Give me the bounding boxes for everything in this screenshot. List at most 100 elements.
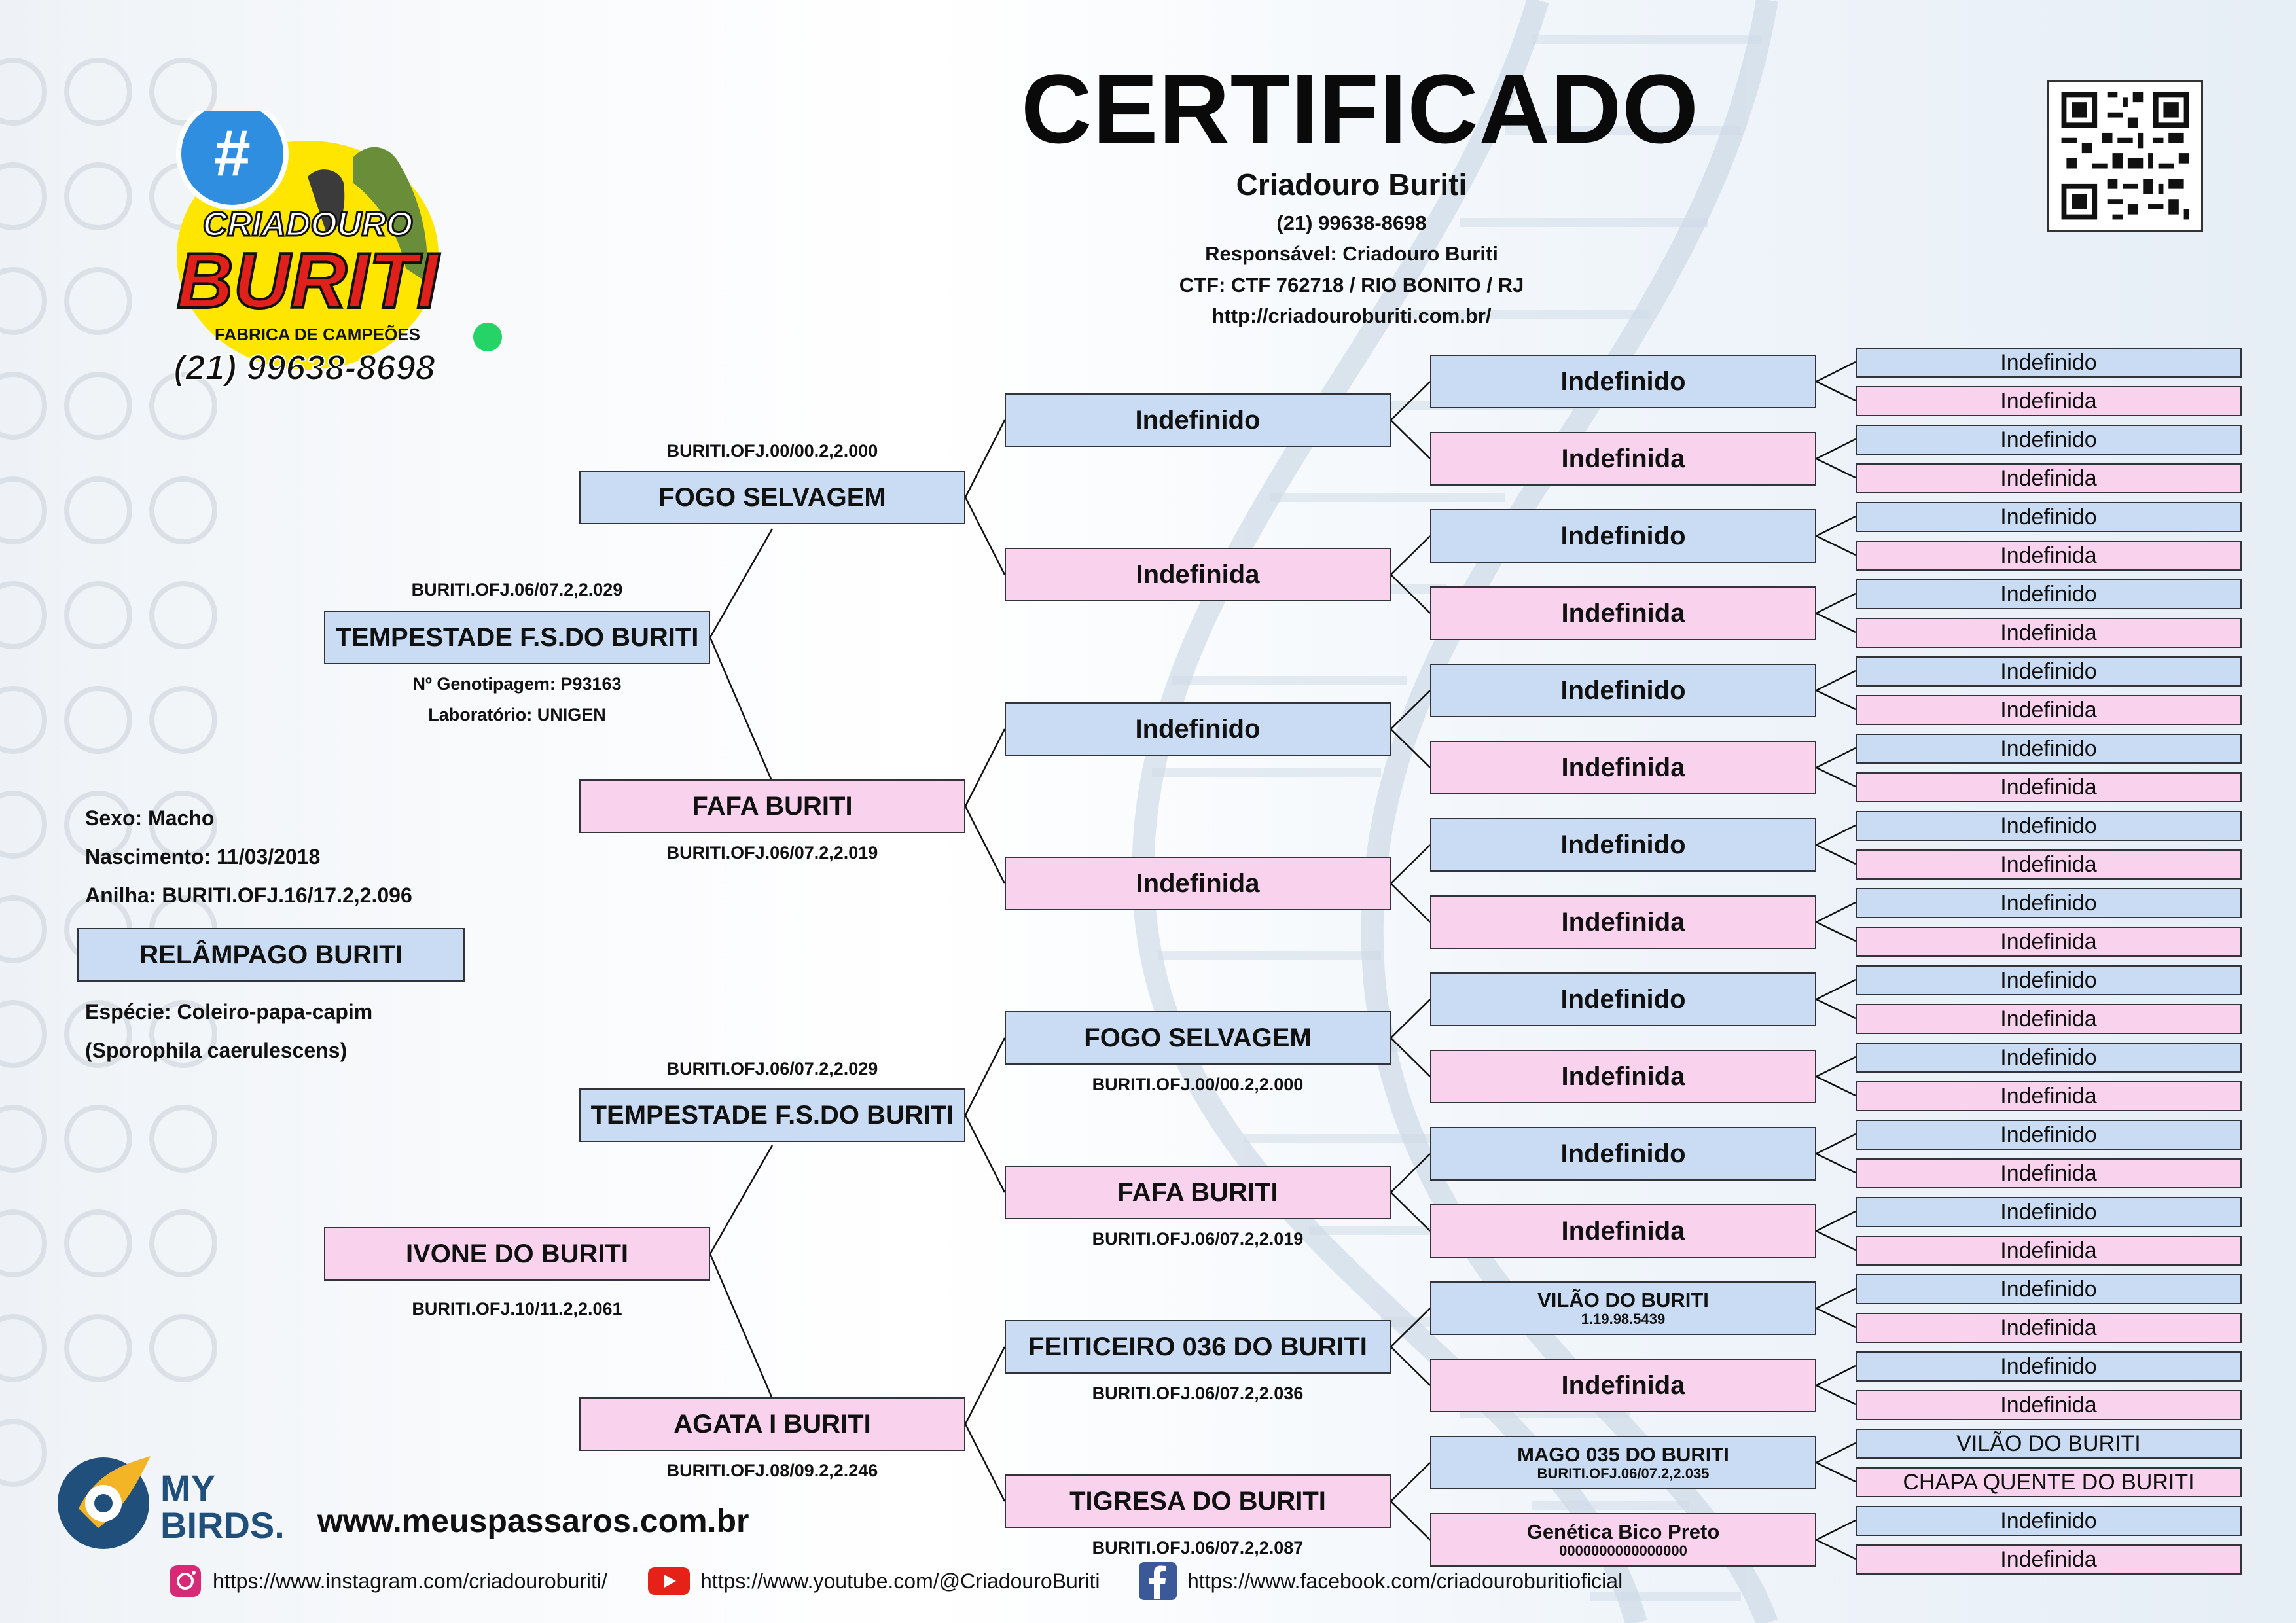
gen4-box-8[interactable]: Indefinida bbox=[1430, 895, 1816, 949]
gen4-box-15[interactable]: MAGO 035 DO BURITI BURITI.OFJ.06/07.2,2.… bbox=[1430, 1436, 1816, 1489]
gen5-box-19[interactable]: Indefinido bbox=[1856, 1043, 2242, 1073]
gen4-box-5[interactable]: Indefinido bbox=[1430, 664, 1816, 717]
mybirds-line1: MY bbox=[160, 1467, 215, 1508]
gen4-box-3[interactable]: Indefinido bbox=[1430, 509, 1816, 563]
ancestor-mmm-box[interactable]: TIGRESA DO BURITI bbox=[1005, 1474, 1391, 1528]
maternal-grandfather-box[interactable]: TEMPESTADE F.S.DO BURITI bbox=[579, 1088, 965, 1142]
ancestor-fmm-box[interactable]: Indefinida bbox=[1005, 857, 1391, 910]
mybirds-line2: BIRDS. bbox=[160, 1505, 285, 1546]
gen5-box-12[interactable]: Indefinida bbox=[1856, 772, 2242, 802]
gen4-box-10[interactable]: Indefinida bbox=[1430, 1050, 1816, 1103]
gen5-box-11[interactable]: Indefinido bbox=[1856, 734, 2242, 764]
paternal-grandmother-box[interactable]: FAFA BURITI bbox=[579, 779, 965, 833]
gen5-box-27[interactable]: Indefinido bbox=[1856, 1351, 2242, 1382]
youtube-link[interactable]: https://www.youtube.com/@CriadouroBuriti bbox=[647, 1561, 1100, 1601]
logo-hash: # bbox=[214, 116, 251, 190]
gen5-box-14[interactable]: Indefinida bbox=[1856, 849, 2242, 880]
gen4-box-15-ring: BURITI.OFJ.06/07.2,2.035 bbox=[1537, 1465, 1710, 1482]
gen4-box-16[interactable]: Genética Bico Preto 0000000000000000 bbox=[1430, 1513, 1816, 1567]
gen5-box-18[interactable]: Indefinida bbox=[1856, 1004, 2242, 1034]
gen5-box-8[interactable]: Indefinida bbox=[1856, 618, 2242, 648]
gen4-box-9[interactable]: Indefinido bbox=[1430, 972, 1816, 1026]
gen5-box-31[interactable]: Indefinido bbox=[1856, 1506, 2242, 1536]
gen5-box-9[interactable]: Indefinido bbox=[1856, 656, 2242, 687]
breeder-phone: (21) 99638-8698 bbox=[1276, 211, 1427, 234]
facebook-url: https://www.facebook.com/criadouroburiti… bbox=[1187, 1569, 1623, 1593]
gen5-box-10[interactable]: Indefinida bbox=[1856, 695, 2242, 725]
logo-bird-icon bbox=[353, 147, 427, 281]
gen4-box-4[interactable]: Indefinida bbox=[1430, 586, 1816, 640]
instagram-icon bbox=[170, 1565, 201, 1597]
youtube-icon bbox=[648, 1567, 690, 1595]
gen5-box-13[interactable]: Indefinido bbox=[1856, 811, 2242, 841]
gen4-box-16-ring: 0000000000000000 bbox=[1559, 1542, 1687, 1559]
ancestor-mmf-ring: BURITI.OFJ.06/07.2,2.036 bbox=[1092, 1383, 1304, 1403]
qr-code bbox=[2047, 80, 2203, 232]
gen4-box-11[interactable]: Indefinido bbox=[1430, 1127, 1816, 1181]
paternal-grandfather-ring: BURITI.OFJ.00/00.2,2.000 bbox=[666, 441, 878, 461]
bird-sex: Sexo: Macho bbox=[85, 806, 215, 830]
ancestor-ffm-box[interactable]: Indefinida bbox=[1005, 548, 1391, 601]
gen5-box-4[interactable]: Indefinida bbox=[1856, 463, 2242, 493]
gen5-box-22[interactable]: Indefinida bbox=[1856, 1158, 2242, 1188]
gen5-box-15[interactable]: Indefinido bbox=[1856, 888, 2242, 918]
father-ring: BURITI.OFJ.06/07.2,2.029 bbox=[411, 580, 623, 599]
gen5-box-21[interactable]: Indefinido bbox=[1856, 1120, 2242, 1150]
instagram-link[interactable]: https://www.instagram.com/criadouroburit… bbox=[167, 1561, 607, 1601]
gen5-box-30[interactable]: CHAPA QUENTE DO BURITI bbox=[1856, 1467, 2242, 1497]
paternal-grandmother-ring: BURITI.OFJ.06/07.2,2.019 bbox=[666, 843, 878, 863]
mother-ring: BURITI.OFJ.10/11.2,2.061 bbox=[412, 1299, 622, 1319]
facebook-link[interactable]: https://www.facebook.com/criadouroburiti… bbox=[1138, 1561, 1623, 1601]
ancestor-mfm-box[interactable]: FAFA BURITI bbox=[1005, 1166, 1391, 1219]
gen5-box-3[interactable]: Indefinido bbox=[1856, 425, 2242, 455]
gen5-box-17[interactable]: Indefinido bbox=[1856, 965, 2242, 995]
gen4-box-13[interactable]: VILÃO DO BURITI 1.19.98.5439 bbox=[1430, 1281, 1816, 1335]
gen5-box-1[interactable]: Indefinido bbox=[1856, 348, 2242, 378]
gen5-box-23[interactable]: Indefinido bbox=[1856, 1197, 2242, 1227]
father-lab: Laboratório: UNIGEN bbox=[428, 705, 606, 724]
gen5-box-29[interactable]: VILÃO DO BURITI bbox=[1856, 1429, 2242, 1459]
youtube-url: https://www.youtube.com/@CriadouroBuriti bbox=[700, 1569, 1100, 1593]
certificate-title: CERTIFICADO bbox=[1021, 54, 1699, 164]
maternal-grandmother-box[interactable]: AGATA I BURITI bbox=[579, 1397, 965, 1451]
gen4-box-12[interactable]: Indefinida bbox=[1430, 1204, 1816, 1258]
logo-line1: CRIADOURO bbox=[203, 205, 413, 243]
gen4-box-13-name: VILÃO DO BURITI bbox=[1537, 1289, 1709, 1312]
gen5-box-28[interactable]: Indefinida bbox=[1856, 1390, 2242, 1420]
breeder-logo: # CRIADOURO BURITI FABRICA DE CAMPEÕES (… bbox=[173, 111, 502, 388]
footer-website[interactable]: www.meuspassaros.com.br bbox=[317, 1503, 749, 1539]
gen5-box-26[interactable]: Indefinida bbox=[1856, 1313, 2242, 1343]
gen5-box-6[interactable]: Indefinida bbox=[1856, 541, 2242, 571]
ancestor-mff-box[interactable]: FOGO SELVAGEM bbox=[1005, 1011, 1391, 1065]
gen4-box-1[interactable]: Indefinido bbox=[1430, 355, 1816, 408]
logo-bird-small-icon bbox=[308, 169, 345, 236]
gen4-box-2[interactable]: Indefinida bbox=[1430, 432, 1816, 486]
logo-phone: (21) 99638-8698 bbox=[173, 348, 435, 387]
father-box[interactable]: TEMPESTADE F.S.DO BURITI bbox=[324, 611, 710, 664]
subject-bird-box[interactable]: RELÂMPAGO BURITI bbox=[77, 928, 465, 982]
gen5-box-25[interactable]: Indefinido bbox=[1856, 1274, 2242, 1304]
gen5-box-16[interactable]: Indefinida bbox=[1856, 927, 2242, 957]
ancestor-fff-box[interactable]: Indefinido bbox=[1005, 393, 1391, 447]
gen5-box-5[interactable]: Indefinido bbox=[1856, 502, 2242, 532]
gen4-box-6[interactable]: Indefinida bbox=[1430, 741, 1816, 794]
gen5-box-7[interactable]: Indefinido bbox=[1856, 579, 2242, 609]
gen5-box-24[interactable]: Indefinida bbox=[1856, 1236, 2242, 1266]
bird-species: Espécie: Coleiro-papa-capim bbox=[85, 1000, 373, 1024]
ancestor-mmf-box[interactable]: FEITICEIRO 036 DO BURITI bbox=[1005, 1320, 1391, 1374]
breeder-url[interactable]: http://criadouroburiti.com.br/ bbox=[1211, 304, 1492, 327]
mother-box[interactable]: IVONE DO BURITI bbox=[324, 1227, 710, 1281]
facebook-icon bbox=[1139, 1562, 1177, 1600]
gen4-box-7[interactable]: Indefinido bbox=[1430, 818, 1816, 872]
gen4-box-14[interactable]: Indefinida bbox=[1430, 1359, 1816, 1412]
breeder-ctf: CTF: CTF 762718 / RIO BONITO / RJ bbox=[1179, 274, 1524, 296]
ancestor-mff-ring: BURITI.OFJ.00/00.2,2.000 bbox=[1092, 1075, 1304, 1094]
gen5-box-20[interactable]: Indefinida bbox=[1856, 1081, 2242, 1111]
ancestor-mmm-ring: BURITI.OFJ.06/07.2,2.087 bbox=[1092, 1538, 1304, 1558]
logo-line2: BURITI bbox=[177, 237, 440, 325]
paternal-grandfather-box[interactable]: FOGO SELVAGEM bbox=[579, 471, 965, 524]
gen5-box-32[interactable]: Indefinida bbox=[1856, 1544, 2242, 1575]
ancestor-fmf-box[interactable]: Indefinido bbox=[1005, 702, 1391, 756]
gen5-box-2[interactable]: Indefinida bbox=[1856, 386, 2242, 416]
